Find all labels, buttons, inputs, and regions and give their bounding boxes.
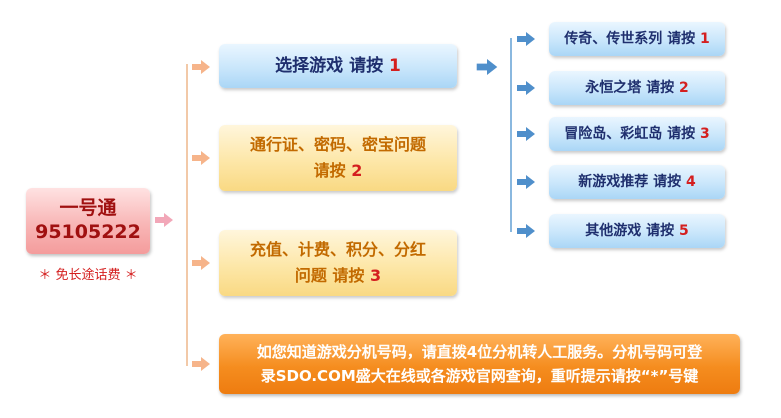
option-2-line1: 通行证、密码、密宝问题 xyxy=(249,135,426,154)
sub-1-key: 1 xyxy=(700,31,710,47)
option-1-expand-arrow-icon xyxy=(476,59,498,75)
option-extension-info: 如您知道游戏分机号码，请直拨4位分机转人工服务。分机号码可登 录SDO.COM盛… xyxy=(219,334,740,394)
sub-2-key: 2 xyxy=(679,80,689,96)
root-hotline-box: 一号通 95105222 xyxy=(26,188,150,254)
option-select-game[interactable]: 选择游戏 请按 1 xyxy=(219,44,457,88)
option-2-key: 2 xyxy=(351,161,363,180)
sub-5-arrow-icon xyxy=(517,224,535,238)
option-3-arrow-icon xyxy=(192,256,210,270)
root-note: ＊ 免长途话费 ＊ xyxy=(38,268,138,283)
sub-3-arrow-icon xyxy=(517,127,535,141)
option-2-line2: 请按 xyxy=(313,161,346,180)
root-number: 95105222 xyxy=(35,221,141,243)
root-title: 一号通 xyxy=(59,197,117,219)
sub-5-label: 其他游戏 请按 xyxy=(585,223,675,239)
option-4-line2: 录SDO.COM盛大在线或各游戏官网查询，重听提示请按“*”号键 xyxy=(260,367,699,385)
option-account-security[interactable]: 通行证、密码、密宝问题 请按 2 xyxy=(219,125,457,191)
option-4-line1: 如您知道游戏分机号码，请直拨4位分机转人工服务。分机号码可登 xyxy=(256,343,703,361)
option-3-line1: 充值、计费、积分、分红 xyxy=(249,240,426,259)
option-4-arrow-icon xyxy=(192,357,210,371)
main-connector-line xyxy=(186,64,188,366)
sub-1-label: 传奇、传世系列 请按 xyxy=(564,31,696,47)
sub-4-key: 4 xyxy=(686,174,696,190)
option-billing[interactable]: 充值、计费、积分、分红 问题 请按 3 xyxy=(219,230,457,296)
option-1-arrow-icon xyxy=(192,60,210,74)
sub-option-maplestory[interactable]: 冒险岛、彩虹岛 请按 3 xyxy=(549,117,725,151)
sub-4-label: 新游戏推荐 请按 xyxy=(578,174,682,190)
sub-option-other-games[interactable]: 其他游戏 请按 5 xyxy=(549,214,725,248)
sub-4-arrow-icon xyxy=(517,175,535,189)
sub-2-arrow-icon xyxy=(517,81,535,95)
sub-option-aion[interactable]: 永恒之塔 请按 2 xyxy=(549,71,725,105)
option-1-label: 选择游戏 请按 xyxy=(275,56,384,76)
sub-option-new-games[interactable]: 新游戏推荐 请按 4 xyxy=(549,165,725,199)
sub-option-legend-series[interactable]: 传奇、传世系列 请按 1 xyxy=(549,22,725,56)
option-1-key: 1 xyxy=(389,56,401,76)
option-2-arrow-icon xyxy=(192,151,210,165)
option-3-key: 3 xyxy=(370,266,382,285)
sub-3-label: 冒险岛、彩虹岛 请按 xyxy=(564,126,696,142)
sub-connector-line xyxy=(510,38,512,232)
sub-1-arrow-icon xyxy=(517,32,535,46)
sub-2-label: 永恒之塔 请按 xyxy=(585,80,675,96)
sub-5-key: 5 xyxy=(679,223,689,239)
root-arrow-icon xyxy=(155,213,173,227)
sub-3-key: 3 xyxy=(700,126,710,142)
option-3-line2: 问题 请按 xyxy=(294,266,365,285)
